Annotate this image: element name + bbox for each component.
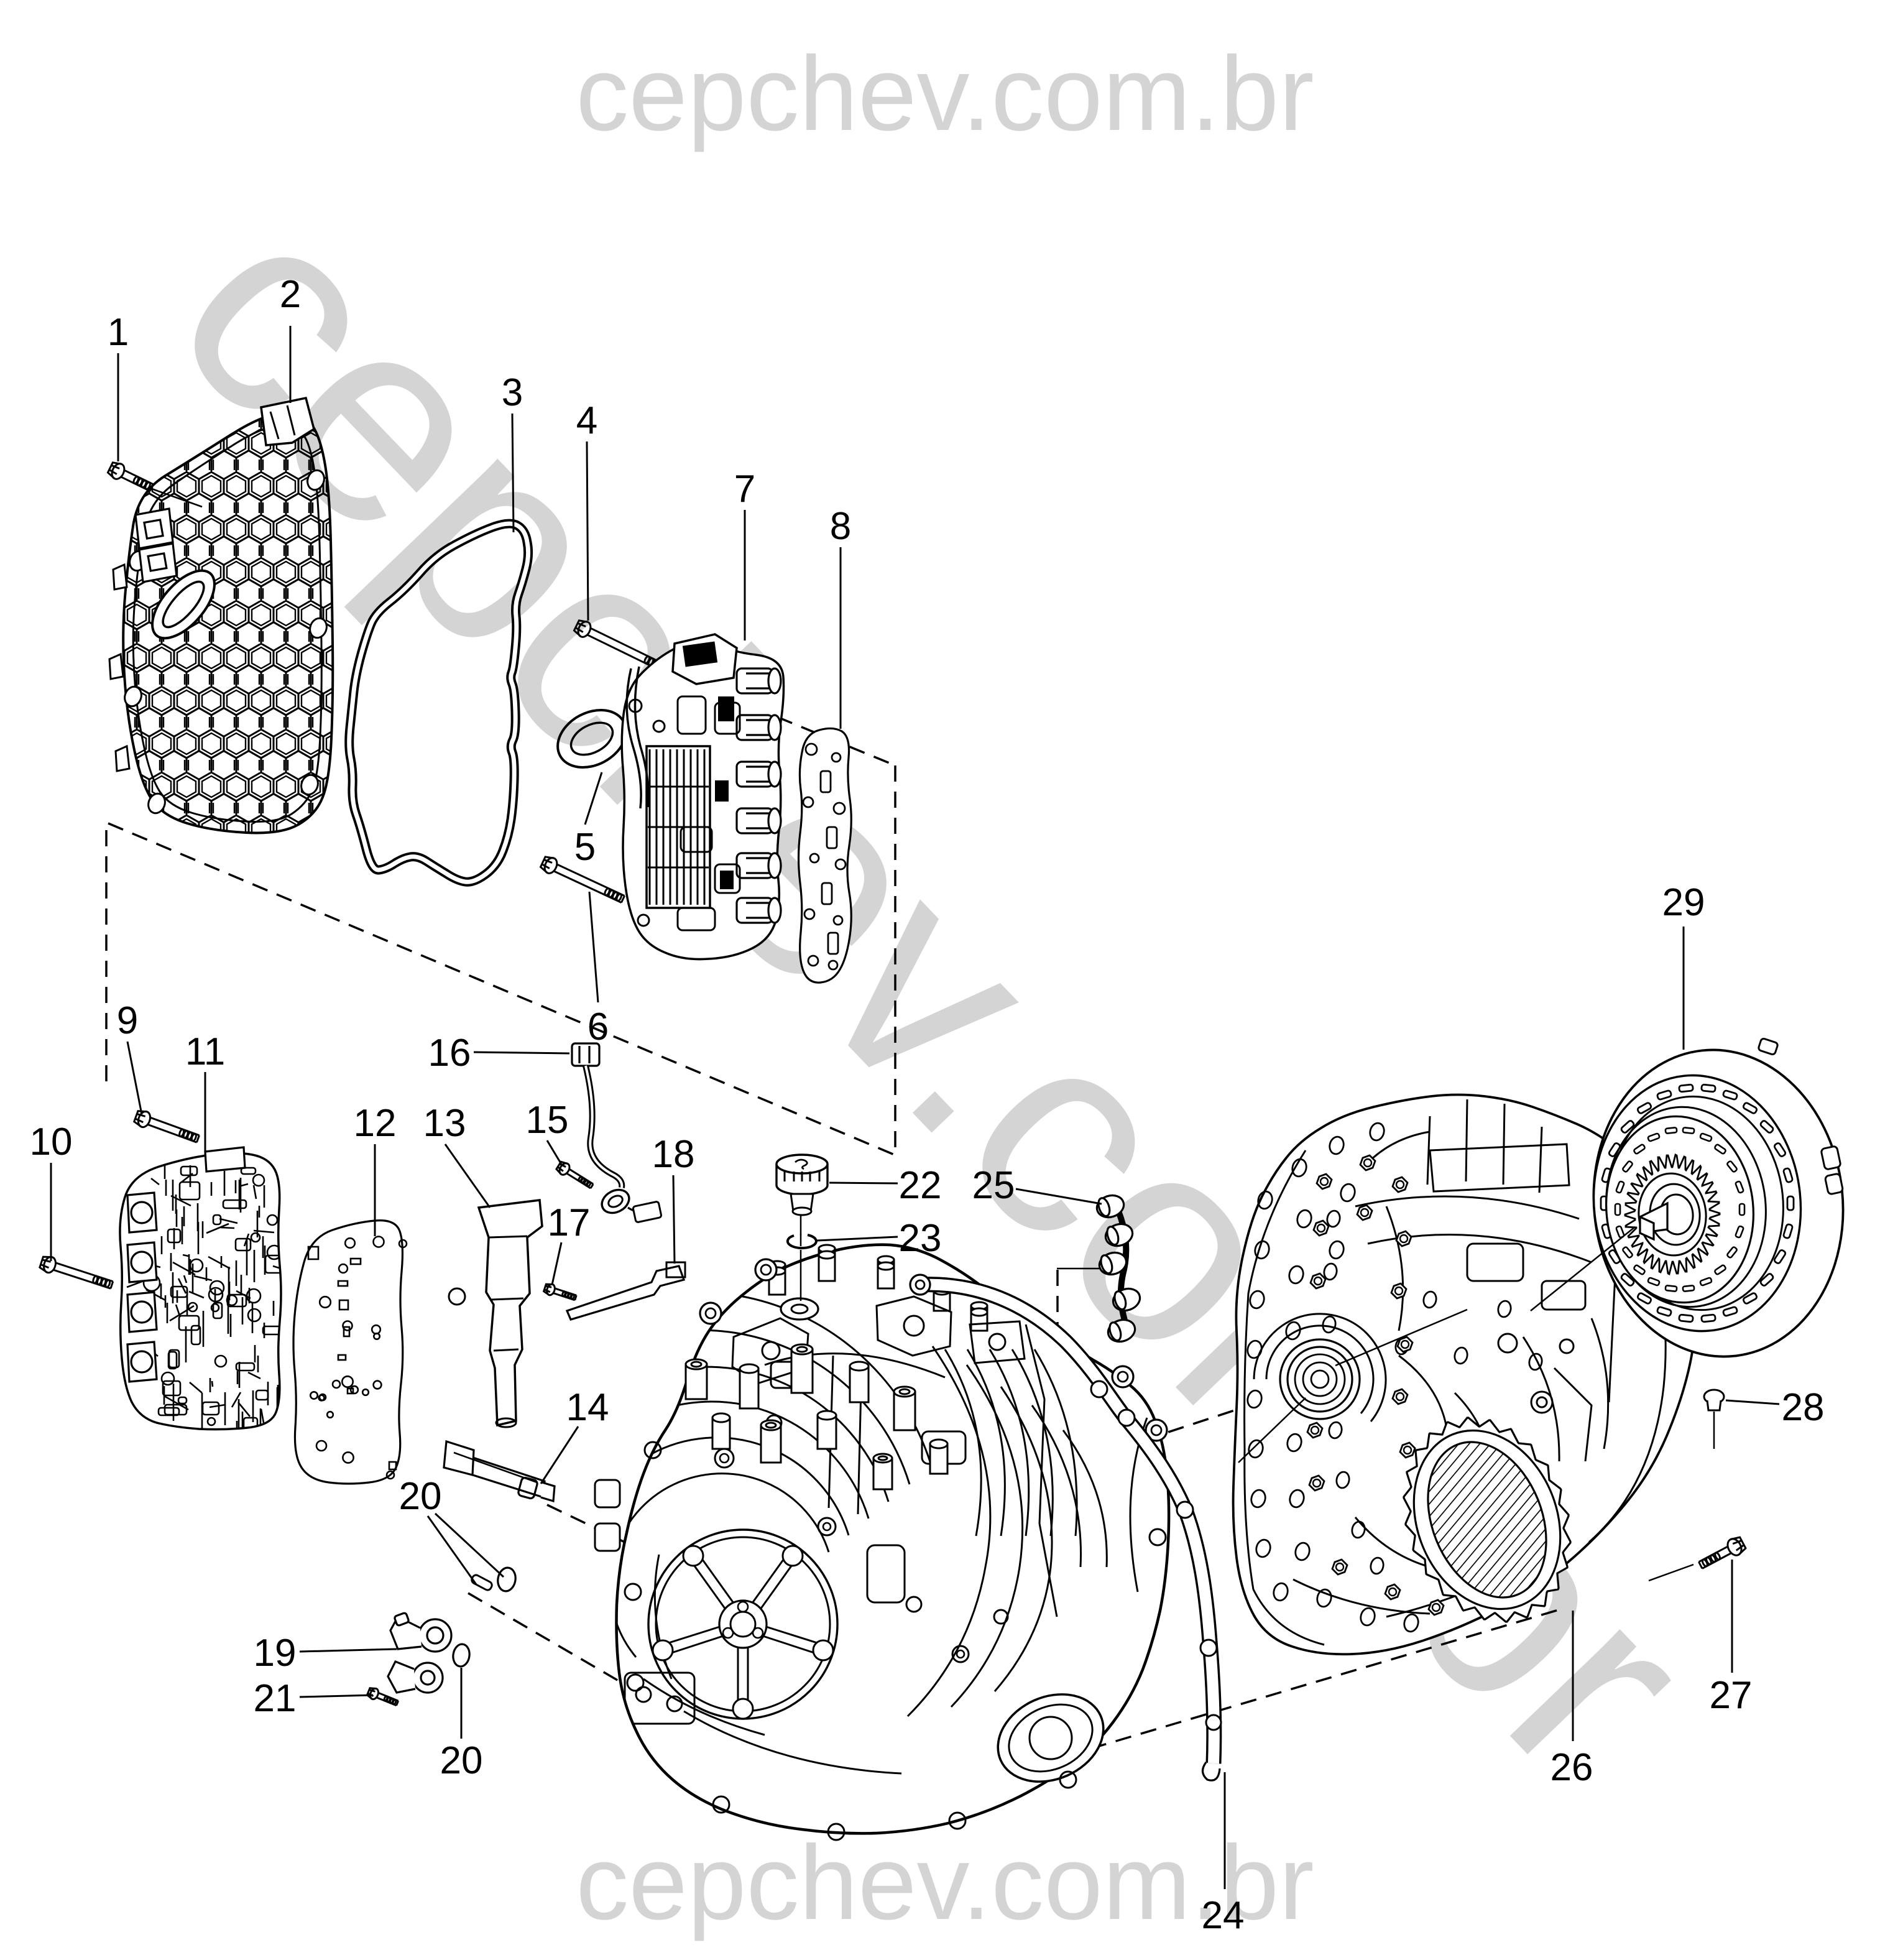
- svg-text:12: 12: [354, 1102, 397, 1145]
- svg-text:19: 19: [254, 1632, 297, 1675]
- svg-text:cepchev.com.br: cepchev.com.br: [576, 35, 1314, 153]
- svg-text:3: 3: [502, 371, 523, 414]
- svg-text:20: 20: [440, 1739, 483, 1782]
- svg-text:10: 10: [30, 1121, 73, 1163]
- svg-text:20: 20: [399, 1475, 442, 1518]
- svg-text:25: 25: [972, 1164, 1015, 1207]
- svg-text:1: 1: [108, 311, 129, 354]
- svg-text:cepchev.com.br: cepchev.com.br: [576, 1824, 1314, 1942]
- svg-text:24: 24: [1202, 1894, 1245, 1937]
- svg-text:17: 17: [548, 1201, 591, 1244]
- svg-text:23: 23: [899, 1217, 942, 1260]
- svg-text:8: 8: [830, 505, 851, 548]
- svg-text:9: 9: [117, 999, 138, 1042]
- svg-text:27: 27: [1710, 1674, 1753, 1717]
- svg-text:21: 21: [254, 1677, 297, 1720]
- svg-text:7: 7: [734, 468, 755, 511]
- svg-text:18: 18: [652, 1133, 695, 1176]
- svg-text:11: 11: [185, 1030, 225, 1073]
- svg-text:13: 13: [423, 1102, 466, 1145]
- svg-text:15: 15: [526, 1099, 569, 1142]
- svg-text:29: 29: [1662, 881, 1705, 924]
- svg-text:22: 22: [899, 1164, 942, 1207]
- svg-text:4: 4: [576, 399, 597, 442]
- svg-text:28: 28: [1782, 1386, 1825, 1429]
- svg-text:5: 5: [574, 826, 596, 869]
- svg-text:14: 14: [566, 1386, 609, 1429]
- svg-text:16: 16: [428, 1032, 471, 1075]
- svg-text:2: 2: [280, 273, 301, 316]
- svg-text:6: 6: [588, 1005, 609, 1048]
- svg-text:26: 26: [1551, 1746, 1593, 1789]
